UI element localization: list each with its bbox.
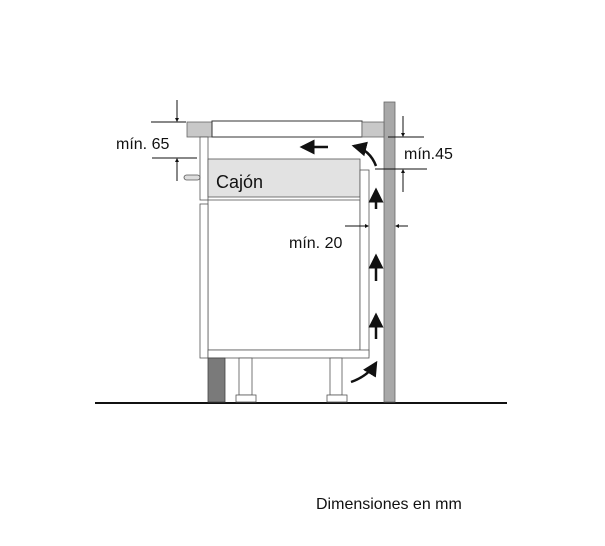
leg-back-foot bbox=[326, 394, 348, 403]
min-65-label: mín. 65 bbox=[116, 136, 169, 153]
plinth bbox=[207, 357, 226, 403]
caption: Dimensiones en mm bbox=[316, 496, 462, 513]
cabinet-body bbox=[207, 199, 361, 351]
drawer-handle bbox=[183, 174, 201, 181]
front-panel bbox=[199, 136, 209, 201]
dimension-min-20: mín. 20 bbox=[289, 224, 408, 252]
min-45-label: mín.45 bbox=[404, 146, 453, 163]
dimension-min-45: mín.45 bbox=[375, 116, 453, 192]
leg-back bbox=[329, 357, 343, 396]
worktop-left-block bbox=[186, 121, 213, 138]
airflow-curved-arrow-top bbox=[351, 141, 378, 167]
cabinet-door bbox=[199, 203, 209, 359]
airflow-arrows bbox=[299, 139, 384, 384]
min-20-label: mín. 20 bbox=[289, 235, 342, 252]
dimension-min-65: mín. 65 bbox=[116, 100, 197, 181]
wall bbox=[383, 101, 396, 403]
cabinet-back-panel bbox=[359, 169, 370, 357]
hob-glass bbox=[211, 120, 363, 138]
drawer-label: Cajón bbox=[216, 172, 263, 192]
airflow-curved-arrow-bottom bbox=[350, 360, 378, 384]
leg-front-foot bbox=[235, 394, 257, 403]
worktop-right-block bbox=[361, 121, 385, 138]
leg-front bbox=[238, 357, 253, 396]
cabinet-base bbox=[207, 349, 370, 359]
